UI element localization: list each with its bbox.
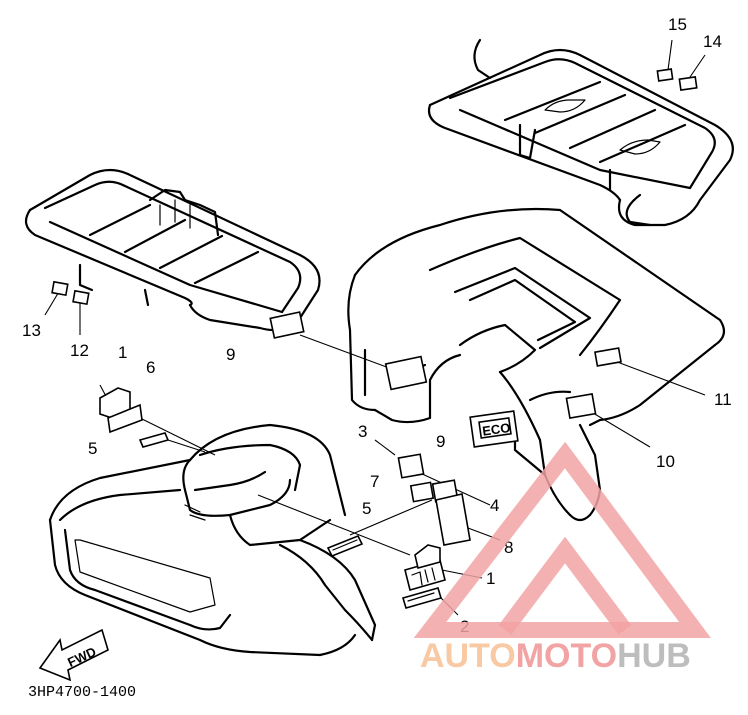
decals: ECO [51, 68, 698, 609]
decal-7 [409, 481, 435, 503]
decal-9-eco: ECO [469, 410, 519, 448]
watermark-auto: AUTO [420, 637, 516, 675]
leader-lines [44, 39, 706, 616]
callout-6: 6 [146, 358, 155, 377]
decal-15 [656, 68, 674, 82]
decal-11 [594, 347, 622, 367]
decal-8 [435, 493, 471, 546]
callout-12: 12 [70, 341, 89, 360]
callout-3: 3 [358, 422, 367, 441]
front-carrier-rack [24, 168, 321, 332]
front-fender [48, 423, 377, 657]
callout-11: 11 [714, 390, 732, 409]
callout-1-lower: 1 [486, 569, 495, 588]
callout-4: 4 [490, 496, 499, 515]
decal-9-upper-placed [384, 355, 428, 391]
eco-decal-text: ECO [481, 420, 511, 439]
callout-5-lower: 5 [362, 499, 371, 518]
callout-13: 13 [22, 321, 41, 340]
decal-12 [72, 289, 90, 306]
rear-carrier-rack [427, 38, 734, 227]
callout-10: 10 [656, 452, 675, 471]
decal-6 [107, 403, 143, 434]
callout-9-upper: 9 [226, 345, 235, 364]
decal-9-upper [269, 311, 305, 339]
watermark-moto: MOTO [516, 637, 617, 675]
callout-7: 7 [370, 472, 379, 491]
callout-15: 15 [668, 15, 687, 34]
diagram-code: 3HP4700-1400 [28, 684, 136, 701]
callout-5-upper: 5 [88, 439, 97, 458]
callout-14: 14 [703, 32, 722, 51]
callout-8: 8 [504, 538, 513, 557]
fwd-arrow-icon: FWD [38, 628, 109, 682]
decal-10 [565, 392, 597, 420]
decal-14 [678, 76, 698, 91]
watermark: AUTOMOTOHUB [413, 441, 711, 675]
decal-2 [402, 587, 442, 609]
callout-1-upper: 1 [118, 343, 127, 362]
watermark-logo-icon [413, 441, 711, 638]
callout-numbers: 15 14 13 12 9 1 6 5 11 10 3 9 7 4 5 8 1 … [22, 15, 732, 636]
decal-3 [397, 453, 425, 479]
watermark-hub: HUB [617, 637, 691, 675]
decal-1-lower [404, 544, 446, 591]
decal-5-upper [138, 432, 170, 448]
decal-13 [51, 280, 69, 297]
decal-5-lower [326, 534, 364, 558]
svg-text:AUTOMOTOHUB: AUTOMOTOHUB [420, 637, 691, 675]
callout-9-eco: 9 [436, 432, 445, 451]
